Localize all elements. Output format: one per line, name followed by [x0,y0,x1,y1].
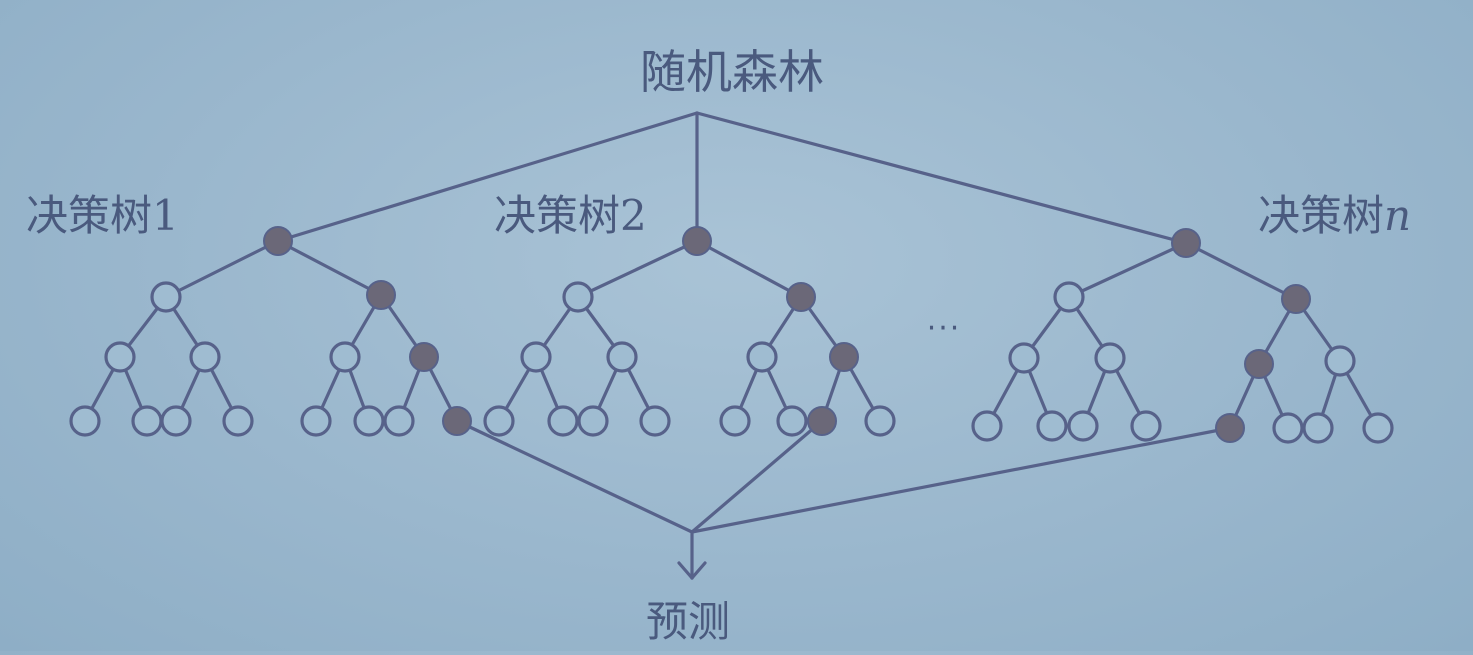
tree-n-node-4 [1094,342,1126,374]
tree-2-edge [576,239,699,299]
tree-1-node-4 [189,341,221,373]
tree-1-node-8 [131,405,163,437]
tree-2-node-0 [682,226,712,256]
tree-1-node-14 [442,406,472,436]
prediction-arrowhead-left [677,561,694,580]
tree-n-node-7 [971,410,1003,442]
tree-2-node-3 [520,341,552,373]
tree-n-node-1 [1053,281,1085,313]
tree-2-node-14 [864,405,896,437]
tree-2-node-1 [562,281,594,313]
tree-1-node-5 [329,341,361,373]
tree-1-node-1 [150,281,182,313]
tree-2-node-11 [719,405,751,437]
tree-1-node-11 [300,405,332,437]
tree-n-node-6 [1324,345,1356,377]
tree-n-node-9 [1067,410,1099,442]
tree-n-node-12 [1272,412,1304,444]
tree-n-edge [1067,241,1188,299]
tree-label-n: 决策树n [1258,191,1411,240]
tree-2-node-7 [483,405,515,437]
tree-2-node-4 [606,341,638,373]
tree-1-node-3 [104,341,136,373]
edge-root-to-tree-1 [276,111,699,243]
tree-n-edge [1184,241,1298,301]
tree-n-node-3 [1008,342,1040,374]
tree-n-node-11 [1215,413,1245,443]
edge-leaf-to-prediction-n [690,426,1232,534]
tree-1-node-9 [160,405,192,437]
tree-n-node-5 [1244,349,1274,379]
prediction-arrowhead-right [690,561,707,580]
tree-2-node-8 [547,405,579,437]
tree-n-node-2 [1281,284,1311,314]
tree-n-node-10 [1130,410,1162,442]
tree-1-node-7 [69,405,101,437]
tree-2-node-13 [807,406,837,436]
tree-n-node-8 [1036,410,1068,442]
tree-2-node-5 [746,341,778,373]
tree-label-1: 决策树1 [26,191,179,240]
tree-2-node-9 [577,405,609,437]
tree-n-node-13 [1302,412,1334,444]
tree-n-node-0 [1171,228,1201,258]
tree-2-node-2 [786,282,816,312]
tree-n-node-14 [1362,412,1394,444]
tree-1-edge [164,239,280,299]
ellipsis-between-trees: ··· [927,311,962,346]
tree-1-node-10 [222,405,254,437]
node-layer [69,226,1394,444]
diagram-title: 随机森林 [640,45,824,99]
edge-leaf-to-prediction-1 [455,419,694,534]
edge-layer [83,111,1380,580]
tree-1-node-0 [263,226,293,256]
tree-2-node-6 [829,342,859,372]
tree-2-edge [695,239,803,299]
prediction-label: 预测 [646,597,730,646]
tree-label-2: 决策树2 [494,191,647,240]
tree-1-node-13 [383,405,415,437]
tree-1-edge [276,239,383,297]
tree-1-node-6 [409,342,439,372]
tree-2-node-12 [776,405,808,437]
edge-leaf-to-prediction-2 [690,419,824,534]
edge-root-to-tree-n [695,111,1188,245]
tree-2-node-10 [639,405,671,437]
tree-1-node-12 [353,405,385,437]
tree-1-node-2 [366,280,396,310]
